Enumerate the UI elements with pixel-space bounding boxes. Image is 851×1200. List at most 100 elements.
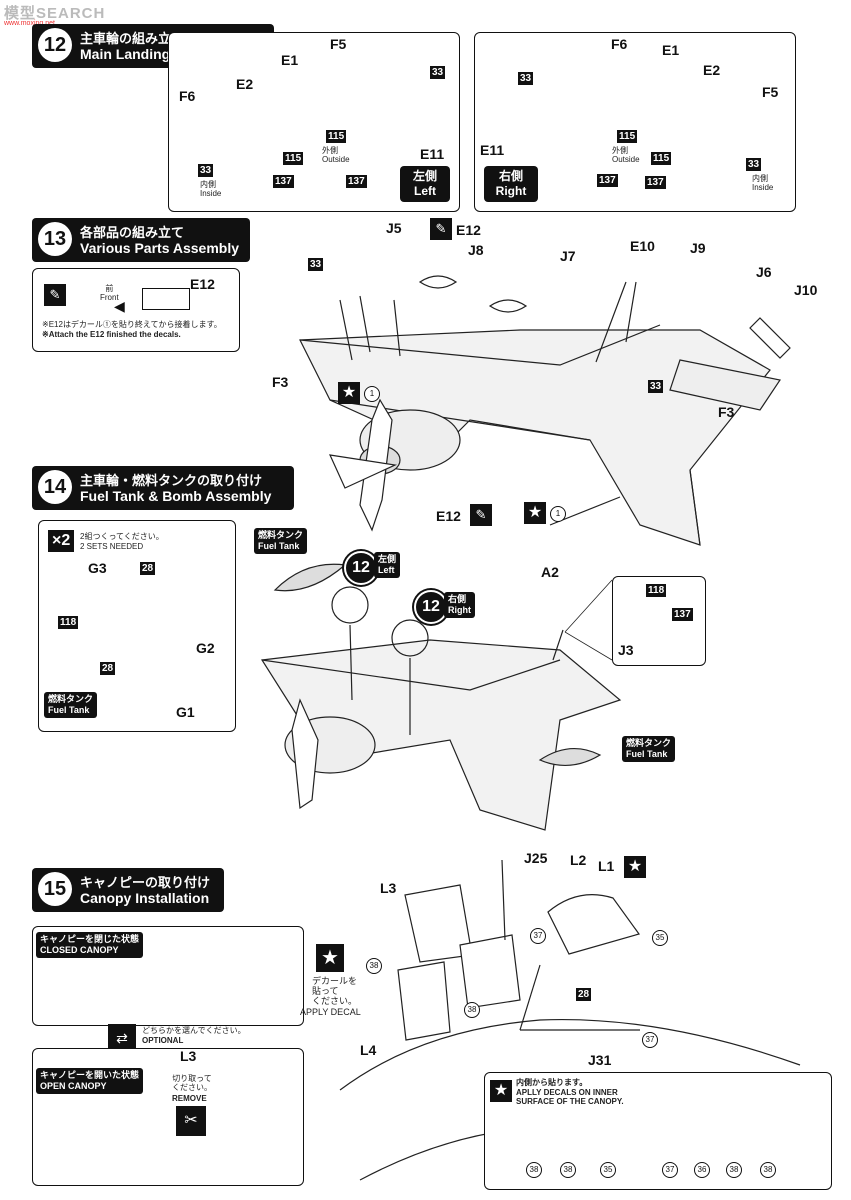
fuel-tank-label: 燃料タンク Fuel Tank <box>622 736 676 762</box>
part-label: G3 <box>88 560 107 576</box>
open-jp: キャノピーを開いた状態 <box>40 1070 140 1080</box>
paint-code: 28 <box>100 662 116 675</box>
decal-star-icon: ★ <box>490 1080 512 1102</box>
inner-decal-en: APLLY DECALS ON INNER SURFACE OF THE CAN… <box>516 1088 624 1106</box>
side-jp: 右側 <box>448 594 467 604</box>
part-label: J10 <box>794 282 818 298</box>
apply-decal-en: APPLY DECAL <box>300 1007 361 1017</box>
part-label: L3 <box>380 880 397 896</box>
part-label: E11 <box>420 146 445 162</box>
paint-number: 35 <box>652 930 668 946</box>
step-title-jp: 主車輪・燃料タンクの取り付け <box>80 473 263 488</box>
step-title-en: Various Parts Assembly <box>80 240 240 256</box>
part-label: E1 <box>662 42 680 58</box>
part-label: E12 <box>190 276 215 292</box>
step-title-en: Fuel Tank & Bomb Assembly <box>80 488 272 504</box>
decal-number: 1 <box>364 386 380 402</box>
paint-code: 28 <box>576 988 592 1001</box>
part-label: E12 <box>436 508 461 524</box>
paint-code: 28 <box>140 562 156 575</box>
part-label: J6 <box>756 264 772 280</box>
inside-note: 内側 Inside <box>752 174 774 192</box>
inner-decal-jp: 内側から貼ります。 <box>516 1078 588 1087</box>
fuel-tank-label: 燃料タンク Fuel Tank <box>44 692 98 718</box>
paint-code: 33 <box>308 258 324 271</box>
part-label: E2 <box>703 62 721 78</box>
part-label: G1 <box>176 704 195 720</box>
remove-jp: 切り取って ください。 <box>172 1074 212 1092</box>
ref-side-right: 右側 Right <box>444 592 475 618</box>
outside-note: 外側 Outside <box>612 146 640 164</box>
paint-icon: ✎ <box>430 218 452 240</box>
open-canopy-label: キャノピーを開いた状態 OPEN CANOPY <box>36 1068 144 1094</box>
part-label: E12 <box>456 222 481 238</box>
inside-note: 内側 Inside <box>200 180 222 198</box>
paint-icon: ✎ <box>470 504 492 526</box>
paint-number: 38 <box>760 1162 776 1178</box>
optional-jp: どちらかを選んでください。 <box>142 1026 246 1035</box>
sets-note-jp: 2組つくってください。 <box>80 532 164 541</box>
paint-code: 115 <box>617 130 638 143</box>
fuel-jp: 燃料タンク <box>48 694 94 704</box>
side-en: Right <box>448 605 471 615</box>
paint-code: 33 <box>430 66 446 79</box>
part-label: J31 <box>588 1052 612 1068</box>
part-label: E1 <box>281 52 299 68</box>
part-label: J5 <box>386 220 402 236</box>
part-label: F3 <box>272 374 289 390</box>
step-15-header: 15 キャノピーの取り付け Canopy Installation <box>32 868 224 912</box>
e12-part-sketch <box>142 288 190 310</box>
paint-code: 115 <box>651 152 672 165</box>
outside-note: 外側 Outside <box>322 146 350 164</box>
decal-star-icon: ★ <box>524 502 546 524</box>
side-badge-right: 右側 Right <box>484 166 538 202</box>
step-ref-left: 12 <box>344 551 378 585</box>
paint-code: 115 <box>283 152 304 165</box>
step-ref-right: 12 <box>414 590 448 624</box>
paint-number: 37 <box>642 1032 658 1048</box>
swap-icon: ⇄ <box>108 1024 136 1052</box>
step-number: 14 <box>38 470 72 504</box>
paint-number: 38 <box>526 1162 542 1178</box>
paint-code: 118 <box>58 616 79 629</box>
paint-code: 33 <box>746 158 762 171</box>
paint-icon: ✎ <box>44 284 66 306</box>
remove-en: REMOVE <box>172 1094 207 1103</box>
quantity-badge: ×2 <box>48 530 75 552</box>
knife-icon: ✂ <box>176 1106 206 1136</box>
step-14-header: 14 主車輪・燃料タンクの取り付け Fuel Tank & Bomb Assem… <box>32 466 294 510</box>
part-label: A2 <box>541 564 559 580</box>
part-label: J8 <box>468 242 484 258</box>
part-label: J7 <box>560 248 576 264</box>
part-label: F5 <box>330 36 347 52</box>
step-number: 13 <box>38 222 72 256</box>
open-en: OPEN CANOPY <box>40 1081 107 1091</box>
step-title-jp: 各部品の組み立て <box>80 225 185 240</box>
fuel-jp: 燃料タンク <box>258 530 304 540</box>
paint-code: 137 <box>645 176 666 189</box>
part-label: J25 <box>524 850 548 866</box>
side-jp: 左側 <box>412 169 437 183</box>
front-jp: 前 <box>105 284 114 293</box>
paint-code: 115 <box>326 130 347 143</box>
front-note: 前 Front <box>100 284 119 302</box>
paint-number: 38 <box>560 1162 576 1178</box>
fuel-tank-label: 燃料タンク Fuel Tank <box>254 528 308 554</box>
part-label: L2 <box>570 852 587 868</box>
part-label: J9 <box>690 240 706 256</box>
tail-wheel-inset <box>612 576 706 666</box>
part-label: G2 <box>196 640 215 656</box>
side-en: Left <box>378 565 395 575</box>
part-label: F6 <box>611 36 628 52</box>
side-en: Right <box>495 184 527 198</box>
inset-note-en: ※Attach the E12 finished the decals. <box>42 330 181 339</box>
part-label: F6 <box>179 88 196 104</box>
part-label: L1 <box>598 858 615 874</box>
step-title-jp: 主車輪の組み立て <box>80 31 185 46</box>
paint-code: 33 <box>198 164 214 177</box>
ref-side-left: 左側 Left <box>374 552 401 578</box>
side-badge-left: 左側 Left <box>400 166 450 202</box>
closed-jp: キャノピーを閉じた状態 <box>40 934 140 944</box>
step-13-header: 13 各部品の組み立て Various Parts Assembly <box>32 218 250 262</box>
step-title-jp: キャノピーの取り付け <box>80 875 211 890</box>
